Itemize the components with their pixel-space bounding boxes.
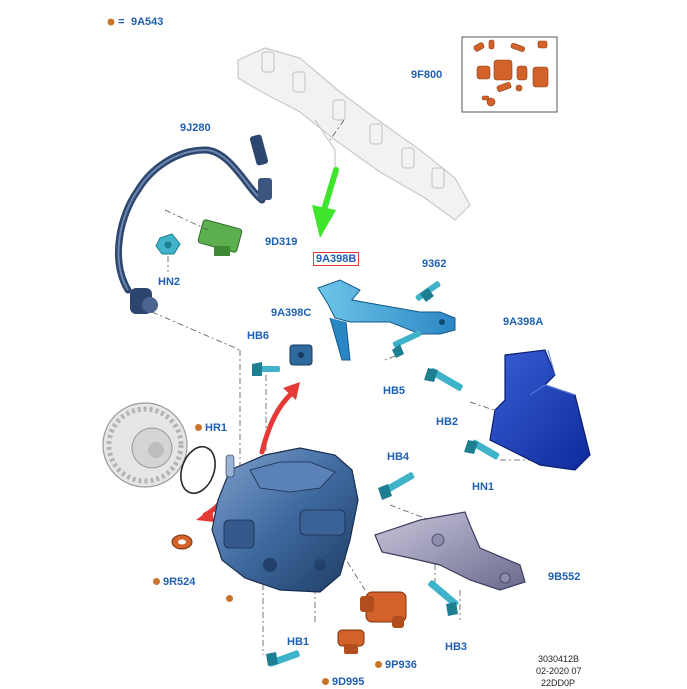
- callout-9b552: 9B552: [548, 571, 581, 583]
- callout-9a398b: 9A398B: [313, 252, 360, 266]
- callout-hb3: HB3: [445, 641, 468, 653]
- nut-hn1-icon: [464, 439, 500, 460]
- heat-shield-icon: [489, 349, 591, 471]
- callout-9j280: 9J280: [180, 122, 211, 134]
- callout-hb2: HB2: [436, 416, 459, 428]
- marker-dot-9r524: [153, 578, 160, 585]
- legend-equals: =: [118, 16, 125, 28]
- mounting-bracket-icon: [374, 511, 526, 591]
- legend-marker-icon: [107, 18, 115, 26]
- fuel-return-hose: [115, 146, 266, 294]
- callout-9r524: 9R524: [163, 576, 196, 588]
- callout-9362: 9362: [422, 258, 447, 270]
- sensor-9d995-icon: [337, 629, 365, 654]
- callout-9d319: 9D319: [265, 236, 298, 248]
- callout-hn2: HN2: [158, 276, 181, 288]
- footer-date: 02-2020 07: [536, 666, 582, 676]
- callout-9f800: 9F800: [411, 69, 443, 81]
- bolt-hb5-icon: [392, 330, 422, 358]
- callout-hb5: HB5: [383, 385, 406, 397]
- marker-dot-hr1: [195, 424, 202, 431]
- footer-ref: 22DD0P: [541, 678, 576, 688]
- bolt-hb4-icon: [378, 472, 415, 500]
- callout-9a398a: 9A398A: [503, 316, 544, 328]
- bolt-hb3-icon: [428, 580, 459, 616]
- callout-hr1: HR1: [205, 422, 228, 434]
- callout-hb1: HB1: [287, 636, 310, 648]
- hose-connector-icon: [249, 134, 269, 166]
- marker-dot-9d995: [322, 678, 329, 685]
- valve-9p936-icon: [360, 591, 407, 628]
- bolt-hb1-icon: [266, 650, 300, 667]
- callout-hb4: HB4: [387, 451, 410, 463]
- nut-hn2-icon: [155, 233, 181, 255]
- seal-9r524-icon: [171, 534, 193, 550]
- callout-hn1: HN1: [472, 481, 495, 493]
- marker-dot-9p936: [375, 661, 382, 668]
- parts-kit-icon: [473, 39, 549, 107]
- bolt-9362-icon: [415, 281, 441, 302]
- fuel-pump-icon: [211, 447, 359, 593]
- callout-9p936: 9P936: [385, 659, 417, 671]
- callout-9a398c: 9A398C: [271, 307, 312, 319]
- bracket-9a398c-icon: [289, 344, 313, 366]
- pressure-sensor-icon: [197, 219, 243, 256]
- bolt-hb2-icon: [424, 368, 463, 391]
- legend-code: 9A543: [131, 16, 164, 28]
- fuel-rail-ghost: [237, 47, 471, 221]
- pump-gear-icon: [102, 402, 188, 488]
- marker-dot-pump: [226, 595, 233, 602]
- green-arrow-icon: [312, 167, 339, 238]
- bolt-hb6-icon: [252, 362, 280, 376]
- o-ring-hr1-icon: [180, 445, 216, 495]
- callout-hb6: HB6: [247, 330, 270, 342]
- footer-code: 3030412B: [538, 654, 580, 664]
- callout-9d995: 9D995: [332, 676, 365, 688]
- bracket-9a398b-icon: [317, 279, 456, 361]
